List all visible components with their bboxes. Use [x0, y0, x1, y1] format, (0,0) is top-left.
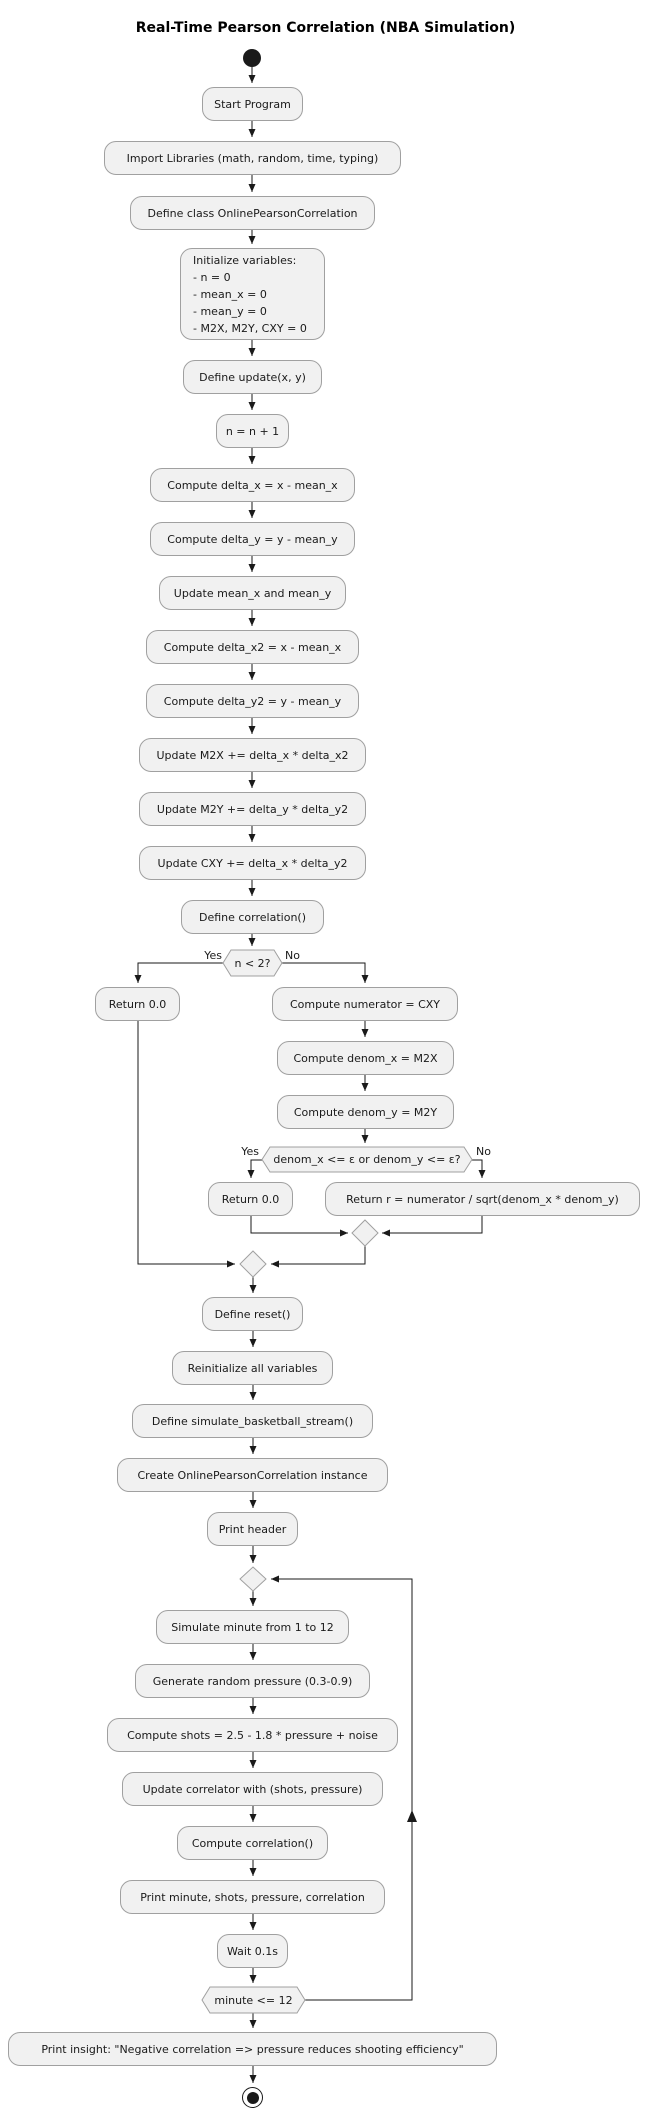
activity-initialize-variables: Initialize variables: - n = 0 - mean_x =…: [180, 248, 325, 340]
activity-print-header: Print header: [207, 1512, 298, 1546]
decision-n-check-label: n < 2?: [234, 956, 271, 970]
activity-update-m2x: Update M2X += delta_x * delta_x2: [139, 738, 366, 772]
edge: [137, 1021, 235, 1268]
activity-compute-delta-x2: Compute delta_x2 = x - mean_x: [146, 630, 359, 664]
activity-compute-correlation: Compute correlation(): [177, 1826, 328, 1860]
edge-no: [472, 1159, 486, 1178]
activity-update-means: Update mean_x and mean_y: [159, 576, 346, 610]
edge-loopback: [271, 1575, 413, 2001]
activity-define-update: Define update(x, y): [183, 360, 322, 394]
decision-eps-check-shape: [261, 1146, 473, 1173]
activity-define-simulate: Define simulate_basketball_stream(): [132, 1404, 373, 1438]
activity-compute-delta-x: Compute delta_x = x - mean_x: [150, 468, 355, 502]
end-node-dot: [246, 2091, 259, 2104]
activity-compute-delta-y2: Compute delta_y2 = y - mean_y: [146, 684, 359, 718]
edge-no: [282, 962, 369, 983]
activity-return-zero-n: Return 0.0: [95, 987, 180, 1021]
activity-return-zero-eps: Return 0.0: [208, 1182, 293, 1216]
activity-define-correlation: Define correlation(): [181, 900, 324, 934]
activity-update-cxy: Update CXY += delta_x * delta_y2: [139, 846, 366, 880]
activity-start-program: Start Program: [202, 87, 303, 121]
edge: [271, 1246, 366, 1268]
activity-update-correlator: Update correlator with (shots, pressure): [122, 1772, 383, 1806]
activity-define-class: Define class OnlinePearsonCorrelation: [130, 196, 375, 230]
decision-eps-check-label: denom_x <= ε or denom_y <= ε?: [273, 1153, 461, 1166]
merge-diamond-correlation: [239, 1250, 267, 1278]
activity-compute-numerator: Compute numerator = CXY: [272, 987, 458, 1021]
edge: [382, 1216, 483, 1237]
activity-simulate-minute: Simulate minute from 1 to 12: [156, 1610, 349, 1644]
end-node: [242, 2087, 263, 2108]
init-line: - mean_x = 0: [193, 287, 267, 301]
activity-reinitialize: Reinitialize all variables: [172, 1351, 333, 1385]
branch-label-no: No: [476, 1145, 491, 1158]
start-node: [243, 49, 261, 67]
merge-diamond-eps: [351, 1219, 379, 1247]
activity-define-reset: Define reset(): [202, 1297, 303, 1331]
decision-n-check-shape: [222, 949, 283, 977]
activity-wait: Wait 0.1s: [217, 1934, 288, 1968]
loopback-up-arrowhead: [407, 1810, 417, 1822]
activity-create-instance: Create OnlinePearsonCorrelation instance: [117, 1458, 388, 1492]
init-line: - M2X, M2Y, CXY = 0: [193, 321, 307, 335]
activity-print-stats: Print minute, shots, pressure, correlati…: [120, 1880, 385, 1914]
activity-compute-denom-x: Compute denom_x = M2X: [277, 1041, 454, 1075]
activity-return-r: Return r = numerator / sqrt(denom_x * de…: [325, 1182, 640, 1216]
activity-update-m2y: Update M2Y += delta_y * delta_y2: [139, 792, 366, 826]
activity-compute-denom-y: Compute denom_y = M2Y: [277, 1095, 454, 1129]
branch-label-yes: Yes: [204, 949, 222, 962]
decision-loop-check-shape: [201, 1986, 306, 2014]
activity-increment-n: n = n + 1: [216, 414, 289, 448]
loop-entry-diamond: [239, 1566, 267, 1592]
init-line: - mean_y = 0: [193, 304, 267, 318]
decision-loop-check-label: minute <= 12: [214, 1993, 293, 2007]
edge: [250, 1216, 348, 1237]
activity-import-libraries: Import Libraries (math, random, time, ty…: [104, 141, 401, 175]
edge-yes: [247, 1159, 262, 1178]
branch-label-yes: Yes: [241, 1145, 259, 1158]
activity-compute-shots: Compute shots = 2.5 - 1.8 * pressure + n…: [107, 1718, 398, 1752]
branch-label-no: No: [285, 949, 300, 962]
edge-yes: [134, 962, 223, 983]
diagram-title: Real-Time Pearson Correlation (NBA Simul…: [135, 20, 516, 36]
init-line: Initialize variables:: [193, 253, 297, 267]
init-line: - n = 0: [193, 270, 231, 284]
activity-compute-delta-y: Compute delta_y = y - mean_y: [150, 522, 355, 556]
activity-generate-pressure: Generate random pressure (0.3-0.9): [135, 1664, 370, 1698]
activity-print-insight: Print insight: "Negative correlation => …: [8, 2032, 497, 2066]
